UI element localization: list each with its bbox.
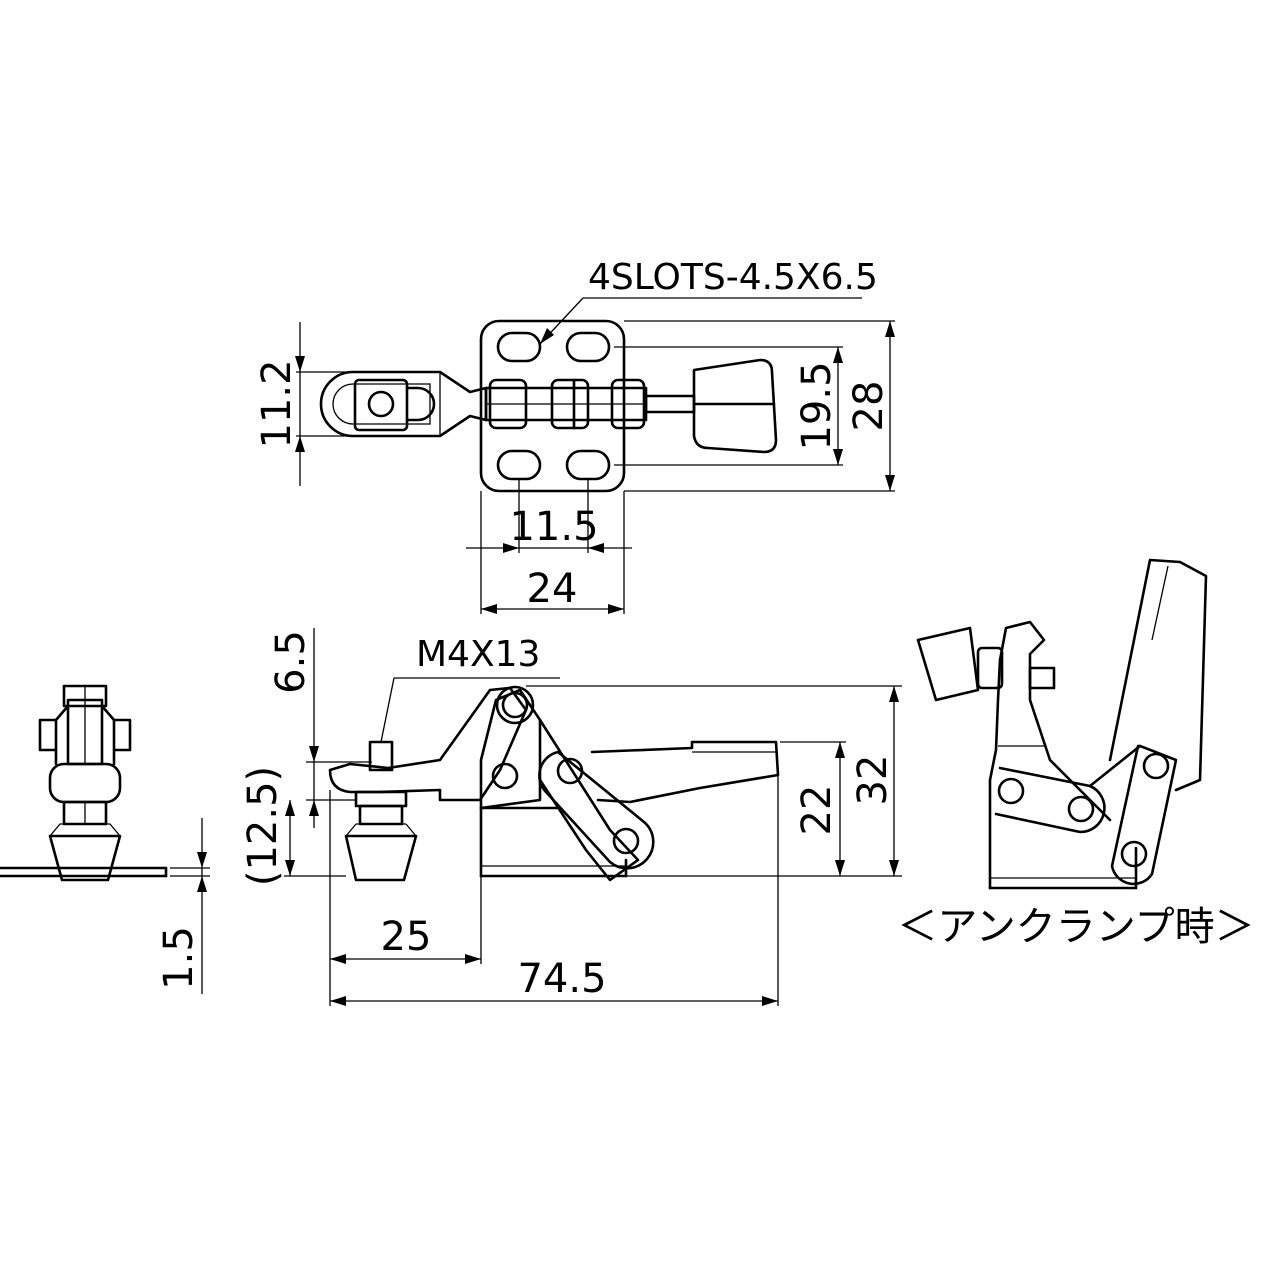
dim-1-5: 1.5 [156, 926, 202, 990]
slots-label: 4SLOTS-4.5X6.5 [588, 257, 878, 298]
dim-32: 32 [850, 755, 896, 806]
side-view-dimensions: 1.5 [156, 818, 210, 994]
slot [496, 449, 542, 481]
bolt-label: M4X13 [416, 634, 540, 675]
unclamped-view: ＜アンクランプ時＞ [897, 558, 1255, 950]
slot [496, 331, 542, 363]
dim-74-5: 74.5 [517, 956, 606, 1002]
front-view-dimensions: 6.5 (12.5) M4X13 22 32 25 [240, 628, 902, 1006]
top-view-dimensions: 11.2 19.5 28 11.5 24 4SLOTS-4.5X6.5 [254, 257, 895, 614]
dim-12-5: (12.5) [240, 766, 286, 886]
dim-22: 22 [794, 785, 840, 836]
slot [565, 449, 611, 481]
front-view [328, 685, 780, 882]
slot [565, 331, 611, 363]
dim-25: 25 [381, 914, 432, 960]
dim-19-5: 19.5 [794, 361, 840, 450]
dim-11-5: 11.5 [509, 504, 598, 550]
dim-11-2: 11.2 [254, 359, 300, 448]
dim-28: 28 [846, 381, 892, 432]
unclamp-label: ＜アンクランプ時＞ [897, 904, 1254, 950]
side-view [0, 684, 168, 882]
dim-6-5: 6.5 [268, 630, 314, 694]
dim-24: 24 [527, 566, 578, 612]
